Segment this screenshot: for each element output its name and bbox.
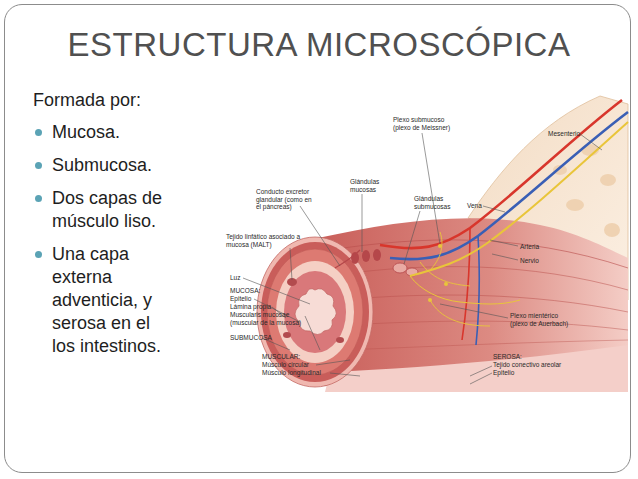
- part-label: Lámina propia: [230, 303, 271, 311]
- layer-heading: MUSCULAR:: [262, 353, 300, 361]
- part-label: Arteria: [520, 243, 539, 251]
- blood-vessels: [380, 100, 628, 345]
- cross-section: [284, 271, 346, 353]
- intestine-tube: [345, 340, 628, 350]
- nerves: [444, 282, 448, 286]
- layer-heading: SEROSA:: [493, 353, 522, 361]
- bullet-text: Dos capas de músculo liso.: [52, 187, 170, 233]
- part-label: Vena: [467, 202, 482, 210]
- part-label: Nervio: [520, 257, 539, 265]
- leader-lines: [243, 133, 602, 384]
- part-label: Mesenterio: [548, 130, 580, 138]
- part-label: Tejido linfático asociado a mucosa (MALT…: [226, 233, 310, 248]
- leader-lines: [492, 254, 518, 260]
- bullet-dot: [35, 129, 42, 136]
- nerves: [438, 244, 442, 248]
- bullet-dot: [35, 195, 42, 202]
- cross-section: [295, 289, 336, 335]
- mesentery: [600, 174, 616, 186]
- blood-vessels: [476, 236, 479, 345]
- nerves: [410, 122, 628, 326]
- part-label: Músculo circular: [262, 361, 309, 369]
- leader-lines: [422, 133, 440, 244]
- part-label: Muscularis mucosae (muscular de la mucos…: [230, 311, 310, 326]
- leader-lines: [440, 304, 508, 318]
- bullet-text: Una capa externa adventicia, y serosa en…: [52, 243, 170, 358]
- leader-lines: [404, 211, 420, 264]
- part-label: Conducto excretor glandular (como en el …: [256, 188, 314, 211]
- slide-title: ESTRUCTURA MICROSCÓPICA: [0, 26, 638, 64]
- nerves: [410, 122, 628, 276]
- intestine-tube: [335, 267, 628, 290]
- glands: [362, 250, 370, 262]
- part-label: Luz: [230, 274, 240, 282]
- leader-lines: [254, 299, 300, 322]
- cross-section: [336, 337, 344, 343]
- leader-lines: [300, 206, 340, 266]
- leader-lines: [470, 373, 492, 384]
- bullet-text: Mucosa.: [52, 121, 170, 144]
- mesentery: [566, 199, 584, 211]
- part-label: Glándulas submucosas: [414, 195, 456, 210]
- nerves: [428, 298, 432, 302]
- leader-lines: [362, 194, 363, 252]
- leader-lines: [305, 316, 320, 350]
- part-label: Músculo longitudinal: [262, 369, 321, 377]
- nerves: [410, 276, 520, 304]
- leader-lines: [483, 206, 505, 212]
- glands: [373, 249, 381, 261]
- leader-lines: [330, 373, 360, 376]
- blood-vessels: [380, 100, 622, 248]
- bullet-dot: [35, 162, 42, 169]
- part-label: Epitelio: [230, 295, 251, 303]
- nerves: [420, 262, 470, 286]
- intestine-tube: [325, 345, 628, 392]
- leader-lines: [290, 248, 292, 280]
- intro-text: Formada por:: [33, 89, 163, 112]
- layer-heading: SUBMUCOSA: [230, 334, 272, 342]
- mesentery: [604, 223, 620, 237]
- nerves: [430, 232, 442, 270]
- nerves: [430, 300, 490, 326]
- part-label: Glándulas mucosas: [350, 178, 386, 193]
- layer-heading: MUCOSA:: [230, 287, 260, 295]
- glands: [335, 249, 418, 276]
- cross-section: [283, 332, 291, 338]
- leader-lines: [580, 134, 602, 150]
- blood-vessels: [390, 112, 628, 259]
- part-label: Plexo submucoso (plexo de Meissner): [393, 116, 459, 131]
- bullet-dot: [35, 251, 42, 258]
- part-label: Plexo mientérico (plexo de Auerbach): [510, 312, 574, 327]
- part-label: Epitelio: [493, 369, 514, 377]
- glands: [335, 250, 360, 268]
- leader-lines: [316, 360, 350, 365]
- glands: [393, 263, 407, 273]
- bullet-text: Submucosa.: [52, 154, 170, 177]
- part-label: Tejido conectivo areolar: [493, 361, 561, 369]
- leader-lines: [490, 240, 518, 246]
